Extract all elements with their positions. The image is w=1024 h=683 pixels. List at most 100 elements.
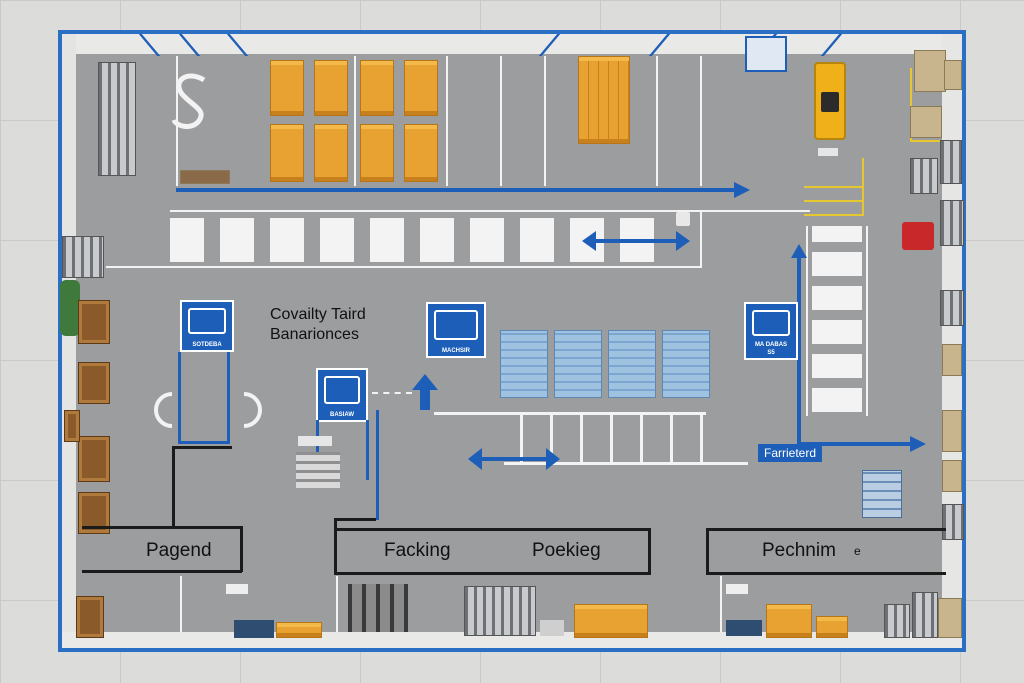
worker-figure [676,212,690,226]
yellow-line [910,140,946,142]
lane-line [700,210,810,212]
cardboard-box [942,410,962,452]
zone-outline [366,420,369,480]
zone-line [172,446,232,449]
area-label: Covailty Taird [270,306,366,323]
storage-shelf [78,300,110,344]
zone-line [706,528,709,574]
lane-line [544,56,546,186]
yellow-line [804,186,864,188]
blue-crate-stack [500,330,548,398]
lane-line [656,56,658,186]
zone-line [706,528,946,531]
zone-label-pechnim: Pechnim [762,540,836,561]
wire-cart [912,592,938,638]
forklift-icon [814,62,846,140]
lane-line [866,226,868,416]
zone-sign-basket: BASIAW [316,368,368,422]
zone-line [334,518,337,574]
zone-line [334,572,650,575]
pallet-jack [234,620,274,638]
east-wall [942,34,962,648]
yellow-line [910,68,912,140]
zone-line [172,446,175,528]
area-label-line2: Banarionces [270,326,359,343]
cardboard-box [944,60,962,90]
zone-label-pagend: Pagend [146,540,212,561]
lane-line [106,266,700,268]
two-way-arrow-icon [582,231,690,251]
pallet-stack [314,60,348,116]
circle-marking [154,392,262,428]
pallet [276,622,322,638]
blue-crate-stack [608,330,656,398]
floor-plate [726,584,748,594]
lane-line [700,56,702,186]
two-way-arrow-icon [468,448,560,470]
pallet-stack [270,124,304,182]
wire-cart [942,504,964,540]
yellow-line [804,214,864,216]
metal-grate [296,452,340,488]
west-wall [62,34,76,648]
arrow-head-icon [734,182,750,198]
blue-crate-stack [554,330,602,398]
zone-line [82,526,242,529]
pallet-stack [404,124,438,182]
pallet-stack [360,60,394,116]
north-wall [62,34,962,54]
wire-rack [98,62,136,176]
zone-sign-dabas: MA DABAS S5 [744,302,798,360]
arrow-head-icon [910,436,926,452]
zone-label-suffix: e [854,544,861,558]
floor-plate [540,620,564,636]
wire-cart [940,290,964,326]
lane-line [500,56,502,186]
zone-sign-tools: SOTDEBA [180,300,234,352]
lane-line [180,576,182,632]
floor-plate [298,436,332,446]
storage-shelf [76,596,104,638]
flow-arrow-line [176,188,740,192]
wire-cart [940,140,962,184]
vertical-crosswalk [812,226,862,412]
cardboard-box [910,106,942,138]
storage-shelf [64,410,80,442]
lane-line [720,576,722,632]
blue-crate-stack [662,330,710,398]
lane-line [446,56,448,186]
cardboard-box [938,598,962,638]
pallet-stack [766,604,812,638]
zone-outline [376,410,379,520]
pallet-stack [270,60,304,116]
arrow-head-icon [791,244,807,258]
pallet-stack [574,604,648,638]
zone-line [334,528,650,531]
zone-outline [178,352,230,444]
office-door [745,36,787,72]
conveyor-rail [504,462,748,465]
dashed-line [372,392,412,394]
tool-rack [348,584,408,632]
storage-shelf [78,362,110,404]
storage-shelf [78,436,110,482]
wire-rack [62,236,104,278]
pallet-stack [360,124,394,182]
up-arrow-icon [412,374,438,410]
flow-arrow-line [800,442,914,446]
lane-line [170,210,700,212]
pallet [816,616,848,638]
lane-line [354,56,356,186]
blue-crate-small [862,470,902,518]
plant-icon [60,280,80,336]
pallet-stack [404,60,438,116]
cardboard-box [942,344,962,376]
yellow-line [862,158,864,216]
wire-cart [910,158,938,194]
zone-outline [316,420,319,480]
floor-plate [818,148,838,156]
lane-line [806,226,808,416]
cardboard-box [914,50,946,92]
floor-s-marking [171,73,206,129]
zone-line [82,570,242,573]
